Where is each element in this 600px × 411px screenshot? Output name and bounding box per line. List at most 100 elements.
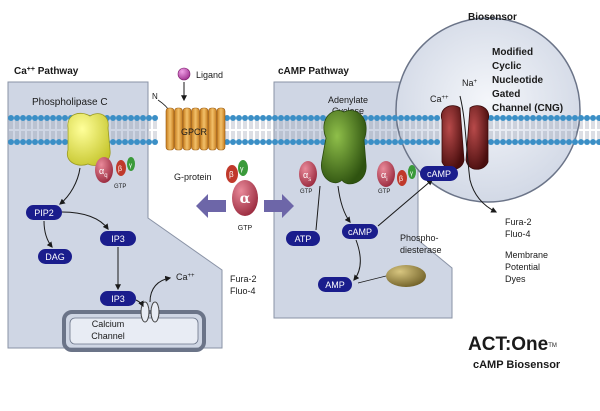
center-beta-label: β: [229, 170, 234, 179]
lipid-head: [500, 139, 506, 145]
lipid-tail: [303, 121, 307, 139]
camp-pill: [342, 224, 378, 239]
sodium-ion-label: Na+: [462, 78, 478, 88]
readout-fura2: Fura-2: [505, 217, 532, 227]
camp-to-amp-arrow: [353, 239, 361, 281]
camp-beta-subunit: [397, 170, 407, 186]
center-alpha-subunit: [232, 180, 258, 216]
lipid-head: [596, 139, 600, 145]
lipid-head: [8, 115, 14, 121]
calcium-ion-label: Ca++: [176, 272, 195, 282]
alpha-i-gtp-label: GTP: [378, 189, 390, 195]
lipid-tail: [525, 121, 529, 139]
biosensor-camp-label: cAMP: [427, 169, 451, 179]
lipid-head: [254, 115, 260, 121]
lipid-tail: [369, 121, 373, 139]
gprotein-label: G-protein: [174, 172, 212, 182]
gpcr-helix: [182, 107, 192, 151]
lipid-head: [8, 139, 14, 145]
lipid-head: [272, 139, 278, 145]
ion-influx-arrow: [459, 95, 498, 213]
phosphodiesterase-protein: [386, 265, 426, 287]
lipid-head: [560, 115, 566, 121]
lipid-head: [566, 139, 572, 145]
lipid-head: [242, 115, 248, 121]
biosensor-camp-pill: [420, 166, 458, 181]
lipid-head: [236, 115, 242, 121]
lipid-tail: [15, 121, 19, 139]
lipid-tail: [393, 121, 397, 139]
gpcr-helix: [174, 107, 183, 151]
lipid-head: [416, 139, 422, 145]
lipid-tail: [39, 121, 43, 139]
readout-potential: Potential: [505, 262, 540, 272]
lipid-tail: [501, 121, 505, 139]
lipid-head: [554, 139, 560, 145]
lipid-tail: [375, 121, 379, 139]
cng-channel-right: [465, 105, 490, 170]
gpcr-receptor: [165, 107, 226, 151]
lipid-head: [20, 115, 26, 121]
n-terminal-label: N: [152, 92, 158, 101]
lipid-head: [134, 139, 140, 145]
lipid-head: [410, 139, 416, 145]
lipid-head: [386, 115, 392, 121]
readout-dyes: Dyes: [505, 274, 526, 284]
ca-gtp-label: GTP: [114, 184, 126, 190]
lipid-tail: [405, 121, 409, 139]
brand-name: ACT:OneTM: [468, 334, 557, 355]
lipid-head: [494, 115, 500, 121]
lipid-head: [62, 115, 68, 121]
lipid-tail: [579, 121, 583, 139]
lipid-head: [272, 115, 278, 121]
calcium-release-arrow: [149, 275, 172, 303]
brand-subtitle: cAMP Biosensor: [473, 359, 561, 371]
lipid-head: [488, 115, 494, 121]
ca-dye-fluo4: Fluo-4: [230, 286, 256, 296]
dag-pill: [38, 249, 72, 264]
lipid-tail: [549, 121, 553, 139]
lipid-head: [398, 139, 404, 145]
calcium-channel-label-2: Channel: [91, 331, 125, 341]
lipid-tail: [237, 121, 241, 139]
lipid-head: [248, 139, 254, 145]
lipid-head: [266, 139, 272, 145]
lipid-tail: [153, 121, 157, 139]
lipid-head: [152, 115, 158, 121]
lipid-head: [122, 139, 128, 145]
lipid-head: [404, 139, 410, 145]
lipid-head: [296, 139, 302, 145]
adenylate-cyclase-protein: [320, 110, 367, 185]
lipid-tail: [567, 121, 571, 139]
center-beta-subunit: [226, 165, 238, 183]
lipid-head: [380, 115, 386, 121]
arrow-to-ca-pathway: [196, 194, 226, 218]
biosensor-desc-5: Channel (CNG): [492, 103, 563, 114]
lipid-head: [530, 139, 536, 145]
lipid-tail: [507, 121, 511, 139]
lipid-head: [434, 115, 440, 121]
lipid-tail: [231, 121, 235, 139]
lipid-head: [392, 115, 398, 121]
lipid-head: [230, 115, 236, 121]
ca-gamma-label: γ: [129, 163, 132, 169]
lipid-head: [38, 139, 44, 145]
ca-pathway-title: Ca++ Pathway: [14, 66, 79, 78]
camp-beta-label: β: [399, 176, 403, 183]
lipid-head: [314, 115, 320, 121]
lipid-head: [284, 115, 290, 121]
lipid-head: [248, 115, 254, 121]
lipid-tail: [249, 121, 253, 139]
alpha-q-subunit: [95, 157, 113, 183]
pip2-to-dag-arrow: [43, 220, 53, 248]
lipid-tail: [435, 121, 439, 139]
lipid-head: [146, 139, 152, 145]
biosensor-desc-2: Cyclic: [492, 61, 522, 72]
lipid-tail: [591, 121, 595, 139]
lipid-head: [308, 115, 314, 121]
ac-to-atp-line: [315, 185, 321, 231]
biosensor-desc-3: Nucleotide: [492, 75, 544, 86]
lipid-head: [50, 139, 56, 145]
lipid-head: [314, 139, 320, 145]
